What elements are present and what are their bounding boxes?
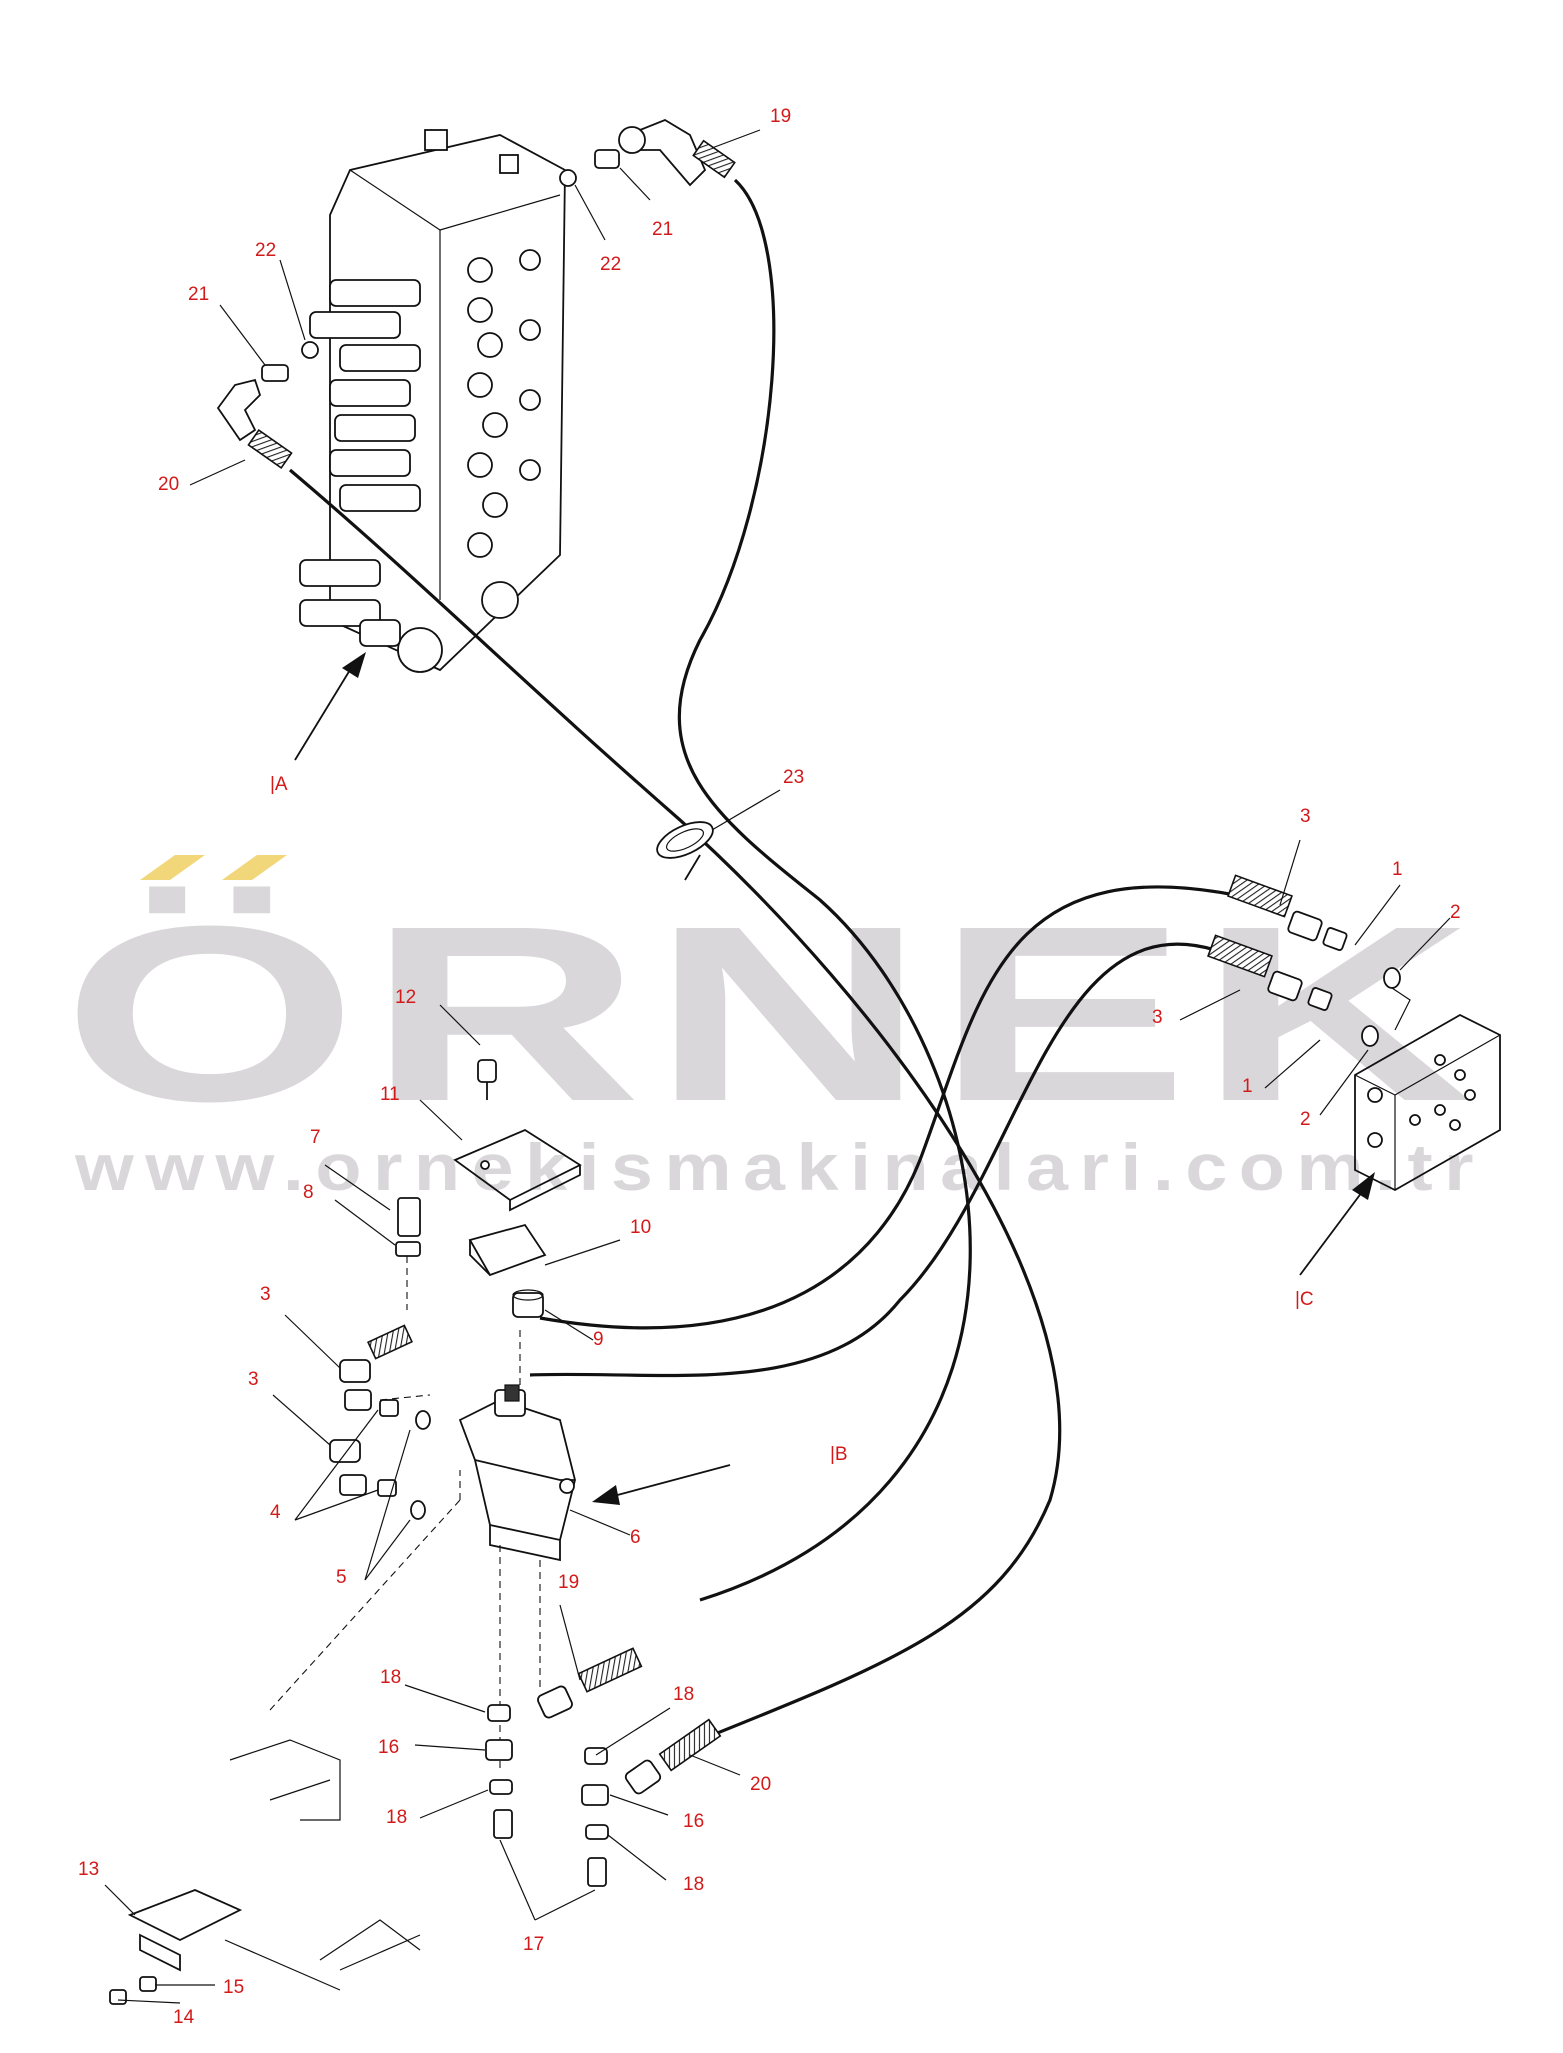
control-valve xyxy=(299,129,566,673)
clamp-23 xyxy=(656,821,714,881)
hose-3-to-c-bottom xyxy=(529,942,1216,1378)
callout-20-bottom: 20 xyxy=(750,1774,771,1795)
fittings-bottom xyxy=(485,1647,722,1887)
leader-lines xyxy=(104,129,1451,2004)
callout-23: 23 xyxy=(783,767,804,788)
callout-4: 4 xyxy=(270,1502,281,1523)
callout-11: 11 xyxy=(380,1084,400,1105)
pedal-valve-6 xyxy=(458,1330,576,1770)
callout-17: 17 xyxy=(523,1934,544,1955)
watermark-brand: ÖRNEK xyxy=(62,874,1482,1153)
fittings-pedal-side xyxy=(329,1324,431,1520)
hose-3-to-c-top xyxy=(539,885,1236,1330)
callout-5: 5 xyxy=(336,1567,347,1588)
callout-numbers: 19 21 22 22 21 20 23 3 1 2 3 1 2 12 11 7… xyxy=(78,106,1461,2028)
view-arrows xyxy=(294,652,1375,1505)
callout-14: 14 xyxy=(173,2007,195,2028)
pedal-13 xyxy=(109,1394,461,2005)
callout-18-a: 18 xyxy=(380,1667,401,1688)
fittings-c xyxy=(1207,874,1411,1047)
callout-3-c-top: 3 xyxy=(1300,806,1311,827)
callout-2-c-bottom: 2 xyxy=(1300,1109,1311,1130)
callout-19-top: 19 xyxy=(770,106,791,127)
callout-22-left: 22 xyxy=(255,240,276,261)
callout-13: 13 xyxy=(78,1859,99,1880)
callout-16-a: 16 xyxy=(378,1737,399,1758)
callout-8: 8 xyxy=(303,1182,314,1203)
callout-3-pedal-top: 3 xyxy=(260,1284,271,1305)
hose-20-upper xyxy=(288,468,1062,1742)
callout-19-bottom: 19 xyxy=(558,1572,579,1593)
callout-22-top: 22 xyxy=(600,254,621,275)
view-label-c: |C xyxy=(1295,1289,1314,1310)
hose-19-upper xyxy=(677,178,972,1602)
callout-1-c-top: 1 xyxy=(1392,859,1403,880)
view-label-a: |A xyxy=(270,774,288,795)
callout-6: 6 xyxy=(630,1527,641,1548)
watermark-url: www.ornekismakinalari.com.tr xyxy=(74,1130,1485,1204)
callout-18-d: 18 xyxy=(683,1874,704,1895)
watermark-accent-left xyxy=(140,855,205,880)
pilot-hoses xyxy=(288,178,1236,1742)
callout-2-c-top: 2 xyxy=(1450,902,1461,923)
view-label-b: |B xyxy=(830,1444,848,1465)
valve-spools-left xyxy=(299,279,421,627)
callout-10: 10 xyxy=(630,1217,651,1238)
callout-7: 7 xyxy=(310,1127,321,1148)
part-19-upper-fitting xyxy=(559,118,736,187)
block-c xyxy=(1354,1013,1501,1192)
callout-16-b: 16 xyxy=(683,1811,704,1832)
watermark: ÖRNEK www.ornekismakinalari.com.tr xyxy=(62,855,1485,1204)
callout-18-c: 18 xyxy=(673,1684,694,1705)
parts-top-bracket xyxy=(395,1059,582,1318)
callout-15: 15 xyxy=(223,1977,244,1998)
callout-3-c-bottom: 3 xyxy=(1152,1007,1163,1028)
valve-ports xyxy=(397,249,541,673)
callout-3-pedal-bottom: 3 xyxy=(248,1369,259,1390)
watermark-accent-right xyxy=(222,855,287,880)
callout-21-top: 21 xyxy=(652,219,673,240)
callout-12: 12 xyxy=(395,987,416,1008)
callout-21-left: 21 xyxy=(188,284,209,305)
callout-1-c-bottom: 1 xyxy=(1242,1076,1253,1097)
callout-9: 9 xyxy=(593,1329,604,1350)
callout-18-b: 18 xyxy=(386,1807,407,1828)
callout-20-left: 20 xyxy=(158,474,179,495)
part-20-upper-fitting xyxy=(216,341,319,469)
